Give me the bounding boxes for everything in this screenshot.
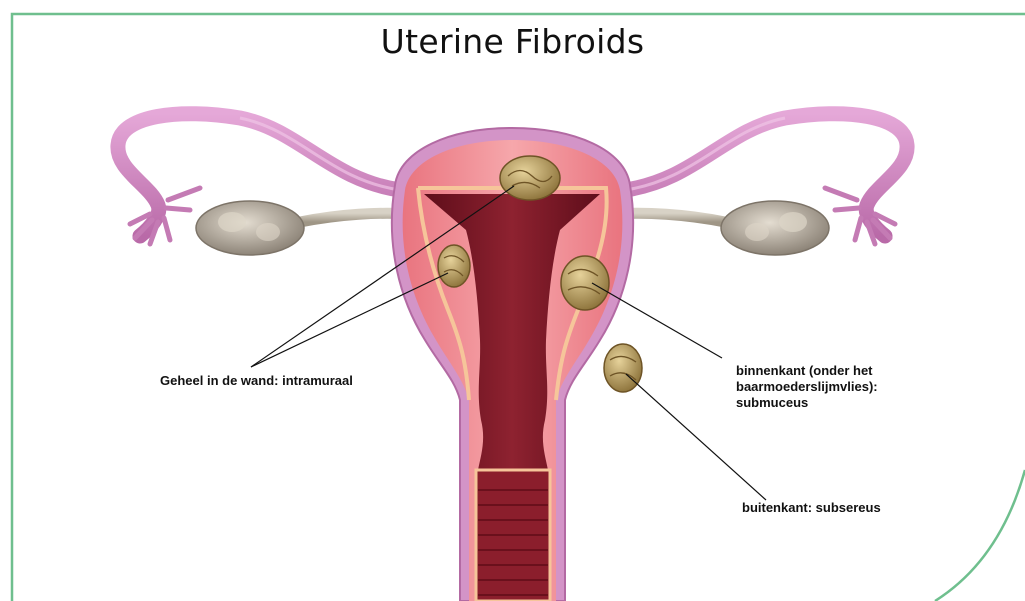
label-submucosal-line-1: binnenkant (onder het — [736, 363, 878, 379]
uterus — [392, 128, 633, 601]
label-submucosal-line-2: baarmoederslijmvlies): — [736, 379, 878, 395]
fibroid-intramural-left — [438, 245, 470, 287]
label-submucosal: binnenkant (onder het baarmoederslijmvli… — [736, 363, 878, 411]
label-intramural: Geheel in de wand: intramuraal — [160, 373, 353, 389]
label-submucosal-line-3: submuceus — [736, 395, 878, 411]
fibroid-fundal — [500, 156, 560, 200]
label-intramural-text: Geheel in de wand: intramuraal — [160, 373, 353, 389]
label-subserosal: buitenkant: subsereus — [742, 500, 881, 516]
label-subserosal-text: buitenkant: subsereus — [742, 500, 881, 516]
right-ovary — [721, 201, 829, 255]
fibroid-subserosal — [604, 344, 642, 392]
left-ovary — [196, 201, 304, 255]
page-title: Uterine Fibroids — [0, 22, 1025, 61]
fibroid-submucosal — [561, 256, 609, 310]
